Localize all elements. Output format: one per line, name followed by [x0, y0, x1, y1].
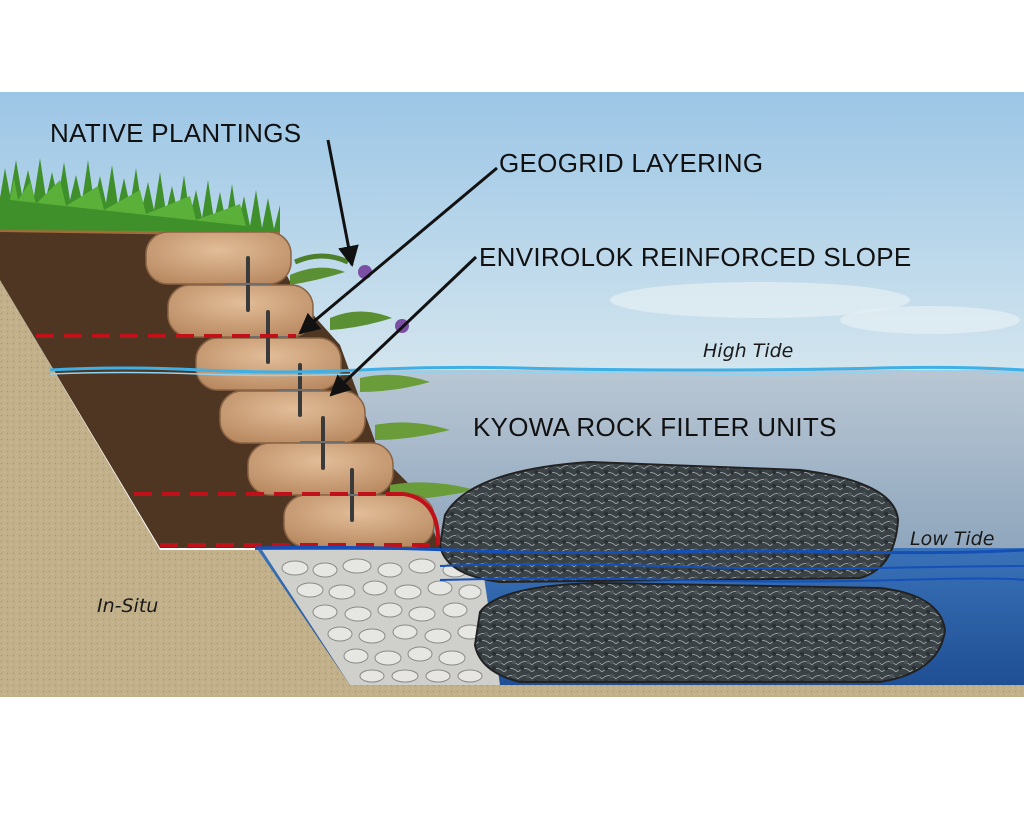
label-native-plantings: NATIVE PLANTINGS	[50, 118, 301, 148]
envirolok-bags	[145, 231, 435, 548]
label-kyowa-units: KYOWA ROCK FILTER UNITS	[473, 412, 837, 442]
label-high-tide: High Tide	[703, 340, 793, 362]
arrow-envirolok	[329, 255, 478, 397]
cloud	[840, 306, 1020, 334]
label-in-situ: In-Situ	[97, 595, 158, 617]
arrow-native-plantings	[326, 139, 359, 268]
kyowa-rock-units	[438, 460, 947, 683]
label-envirolok-slope: ENVIROLOK REINFORCED SLOPE	[479, 242, 912, 272]
envirolok-bag	[219, 390, 366, 444]
cloud	[610, 282, 910, 318]
label-low-tide: Low Tide	[910, 528, 994, 550]
envirolok-bag	[247, 442, 394, 496]
gravel-bed	[262, 550, 500, 685]
annotation-arrows	[298, 139, 498, 397]
geogrid-wrap	[403, 492, 441, 546]
low-tide-line	[254, 545, 1024, 583]
grass	[0, 158, 280, 232]
geogrid-layers	[36, 334, 436, 547]
in-situ-ground	[0, 280, 1024, 697]
arrow-geogrid	[298, 166, 498, 335]
envirolok-bag	[283, 494, 435, 548]
high-tide-line	[49, 365, 1024, 377]
envirolok-bag	[167, 284, 314, 338]
kyowa-unit-lower	[473, 581, 947, 683]
label-geogrid-layering: GEOGRID LAYERING	[499, 148, 763, 178]
envirolok-bag	[145, 231, 292, 285]
